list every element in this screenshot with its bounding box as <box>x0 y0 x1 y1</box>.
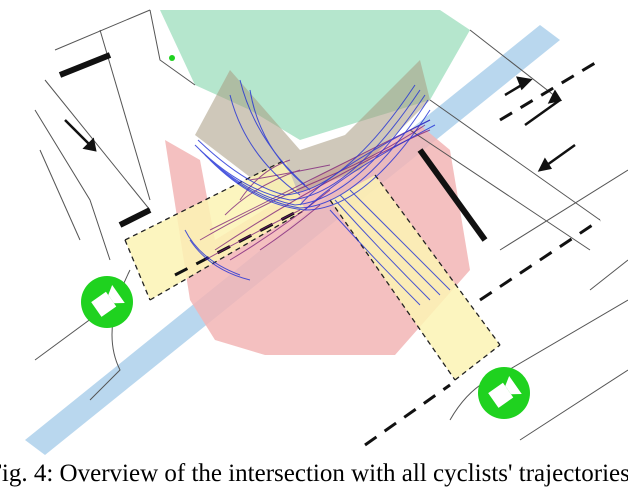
camera-icon <box>81 276 133 328</box>
crossing-borders <box>124 159 501 381</box>
road-outlines <box>34 9 628 441</box>
trajectories-blue <box>184 79 451 306</box>
figure-caption: Fig. 4: Overview of the intersection wit… <box>0 457 628 490</box>
lane-markings <box>174 58 601 447</box>
stop-lines <box>58 52 488 242</box>
camera-icon <box>478 367 530 419</box>
overlap-zone <box>195 60 430 200</box>
conflict-zone <box>165 125 470 355</box>
lane-arrows <box>64 76 576 172</box>
intersection-map <box>25 9 628 455</box>
marker-dot <box>169 55 175 61</box>
intersection-figure <box>25 9 628 455</box>
crossing-right <box>330 175 500 380</box>
caption-text: Fig. 4: Overview of the intersection wit… <box>0 460 628 487</box>
